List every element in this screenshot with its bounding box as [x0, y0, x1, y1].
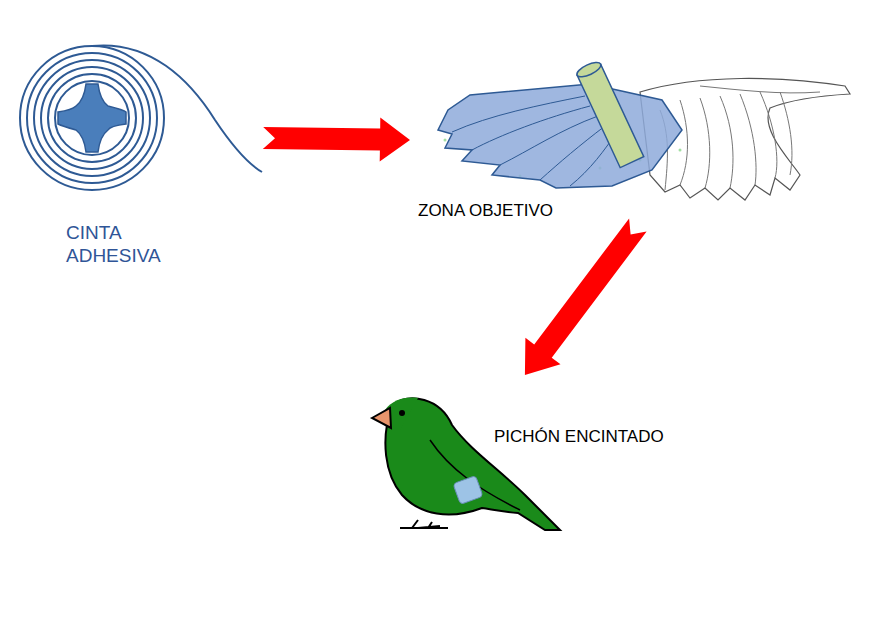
- illustration-node: PICHÓN ENCINTADO: [360, 375, 700, 540]
- tape-roll: [20, 45, 262, 190]
- block-arrow: [263, 118, 410, 162]
- tape-core: [58, 84, 126, 152]
- tape-label: CINTA ADHESIVA: [66, 222, 174, 268]
- zone-label: ZONA OBJETIVO: [418, 201, 618, 221]
- bird-label: PICHÓN ENCINTADO: [494, 427, 694, 447]
- block-arrow: [525, 218, 647, 375]
- illustration-node: CINTA ADHESIVA: [18, 40, 263, 275]
- wing-drawing: [438, 60, 850, 200]
- bird-drawing: [372, 398, 560, 531]
- illustration-node: ZONA OBJETIVO: [410, 55, 875, 225]
